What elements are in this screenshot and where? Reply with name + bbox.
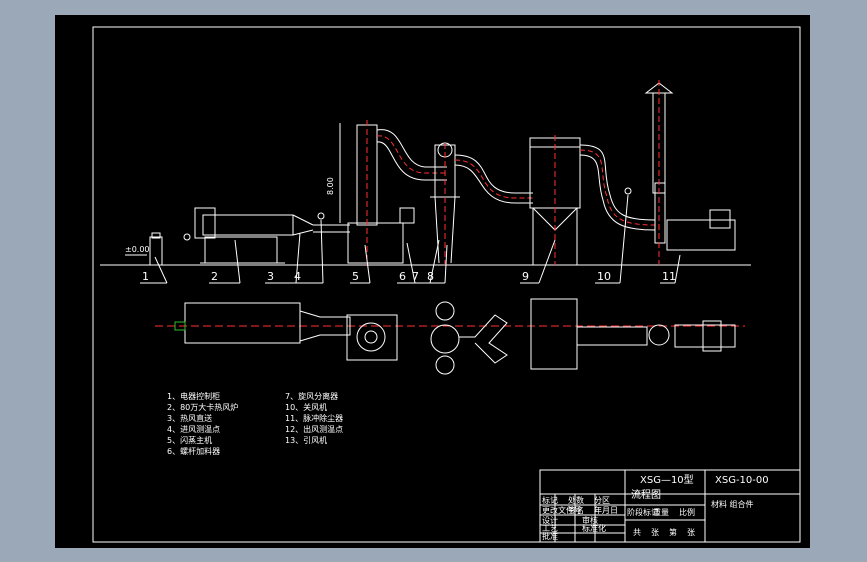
legend-item: 1、电器控制柜: [167, 391, 220, 401]
flow-diagram: ±0.00 8.00: [92, 26, 801, 543]
control-cabinet: ±0.00: [125, 232, 163, 266]
legend-item: 6、螺杆加料器: [167, 446, 220, 456]
tb-row-label: 年月日: [594, 505, 618, 515]
legend-item: 3、热风直送: [167, 413, 212, 423]
title-model: XSG—10型: [640, 473, 694, 486]
drawing-code: XSG-10-00: [715, 475, 769, 486]
tb-role-label: 设计: [542, 515, 558, 525]
title-block-rows: 标记处数 分区更改文件号签名年月日: [542, 495, 618, 515]
tb-row-label: 签名: [568, 505, 584, 515]
part-label-8: 8: [427, 270, 434, 283]
legend-item: 7、旋风分离器: [285, 391, 338, 401]
exhaust-fan-stack: [644, 80, 736, 265]
legend-item: 5、闪蒸主机: [167, 435, 212, 445]
legend-item: 13、引风机: [285, 435, 327, 445]
tb-bottom-label: 张: [687, 528, 695, 537]
legend-item: 10、关风机: [285, 402, 327, 412]
tb-role-label: 标准化: [582, 523, 606, 533]
part-label-5: 5: [352, 270, 359, 283]
part-label-3: 3: [267, 270, 274, 283]
tb-row-label: 处数: [568, 495, 584, 505]
tb-row-label: 更改文件号: [542, 505, 582, 515]
tb-bottom-label: 第: [669, 527, 677, 537]
flash-dryer-main: 8.00: [326, 120, 415, 265]
tb-row-label: 分区: [594, 496, 610, 505]
title-block: XSG—10型 流程图 XSG-10-00 材料 组合件 标记处数 分区更改文件号…: [539, 469, 801, 543]
part-label-10: 10: [597, 270, 611, 283]
hot-air-furnace: [183, 207, 314, 264]
height-mark: 8.00: [326, 177, 335, 195]
duct-to-cyclone: [376, 129, 447, 181]
inner-border: [92, 26, 801, 543]
part-label-4: 4: [294, 270, 301, 283]
tb-stage-label: 比例: [679, 507, 695, 517]
part-label-6: 6: [399, 270, 406, 283]
part-label-7: 7: [412, 270, 419, 283]
tb-role-label: 审核: [582, 515, 598, 525]
tb-stage-label: 阶段标记: [627, 507, 659, 517]
tb-bottom-label: 张: [651, 528, 659, 537]
legend-item: 12、出风测温点: [285, 424, 343, 434]
hot-air-duct: [313, 212, 350, 233]
plan-view: [155, 298, 745, 375]
tb-bottom-label: 共: [633, 528, 641, 537]
part-label-11: 11: [662, 270, 676, 283]
legend-item: 2、80万大卡热风炉: [167, 402, 238, 412]
legend-item: 11、脉冲除尘器: [285, 413, 343, 423]
elevation-mark: ±0.00: [125, 245, 150, 254]
duct-to-fan: [579, 144, 656, 231]
tb-role-label: 批准: [542, 531, 558, 541]
part-label-1: 1: [142, 270, 149, 283]
material: 材料 组合件: [711, 499, 754, 509]
tb-row-label: 标记: [542, 495, 558, 505]
legend-item: 4、进风测温点: [167, 425, 220, 434]
tb-stage-label: 重量: [653, 507, 669, 517]
drawing-sheet: ±0.00 8.00: [55, 15, 810, 548]
cyclone-separator: [430, 142, 460, 265]
duct-to-filter: [454, 154, 533, 204]
title-block-bottom: 共张第张: [633, 527, 695, 537]
pulse-bag-filter: [529, 135, 581, 265]
part-label-2: 2: [211, 270, 218, 283]
tb-role-label: 工艺: [542, 524, 558, 533]
title-block-stage: 阶段标记重量比例: [627, 507, 695, 517]
title-name: 流程图: [631, 488, 661, 501]
part-label-9: 9: [522, 270, 529, 283]
